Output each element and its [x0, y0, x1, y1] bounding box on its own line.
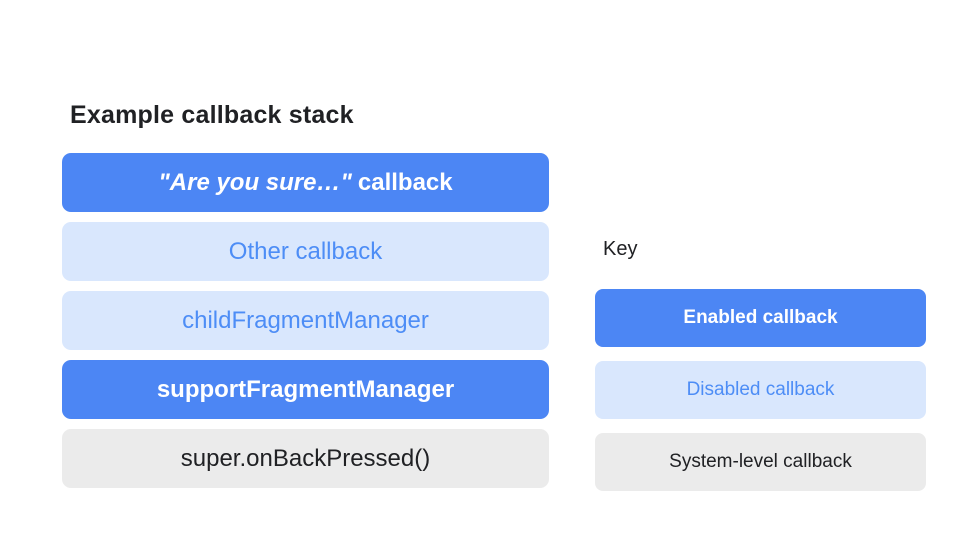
stack-item-are-you-sure-callback: "Are you sure…" callback [62, 153, 549, 212]
stack-item-quoted-text: "Are you sure…" [158, 168, 352, 196]
key-item-disabled-callback: Disabled callback [595, 361, 926, 419]
stack-item-other-callback: Other callback [62, 222, 549, 281]
stack-item-super-onbackpressed: super.onBackPressed() [62, 429, 549, 488]
callback-stack: "Are you sure…" callback Other callback … [62, 153, 549, 488]
diagram-title: Example callback stack [70, 101, 354, 129]
stack-item-rest-text: callback [357, 168, 453, 196]
key-legend: Enabled callback Disabled callback Syste… [595, 289, 926, 491]
stack-item-child-fragment-manager: childFragmentManager [62, 291, 549, 350]
key-title: Key [603, 238, 638, 260]
stack-item-support-fragment-manager: supportFragmentManager [62, 360, 549, 419]
key-item-system-level-callback: System-level callback [595, 433, 926, 491]
key-item-enabled-callback: Enabled callback [595, 289, 926, 347]
